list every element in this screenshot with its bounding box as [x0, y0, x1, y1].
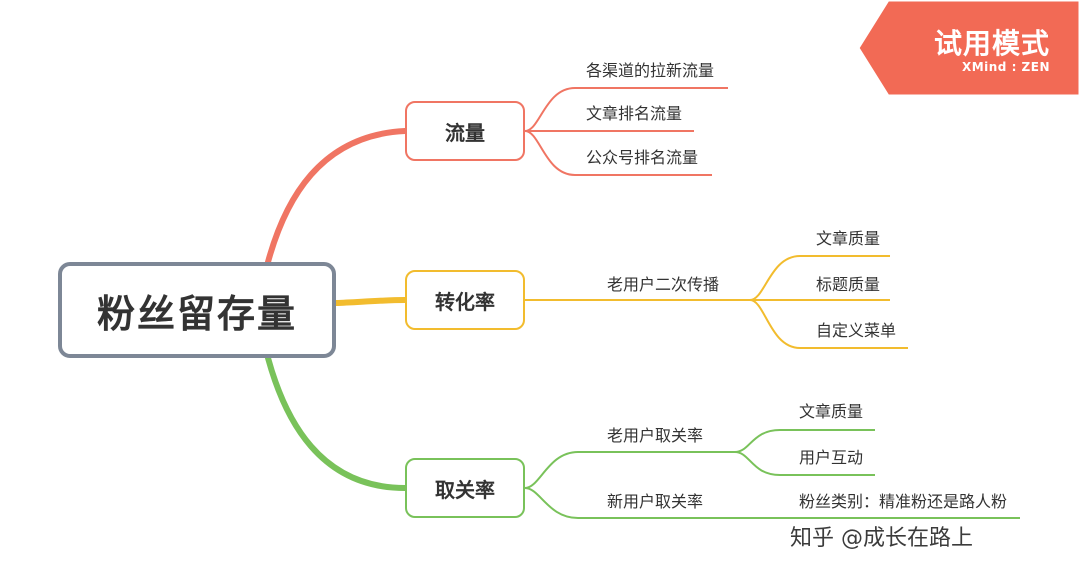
subtopic-article-rank-traffic[interactable]: 文章排名流量 — [586, 104, 683, 123]
subtopic-user-interaction[interactable]: 用户互动 — [799, 448, 864, 467]
subtopic-old-user-unfollow[interactable]: 老用户取关率 — [607, 426, 704, 445]
subtopic-unfollow-article-quality[interactable]: 文章质量 — [799, 402, 864, 421]
root-topic[interactable]: 粉丝留存量 — [58, 262, 336, 358]
trial-mode-badge: 试用模式 XMind : ZEN — [858, 0, 1080, 96]
unfollow-lines — [524, 429, 1020, 519]
topic-traffic[interactable]: 流量 — [405, 101, 525, 161]
subtopic-article-quality[interactable]: 文章质量 — [816, 229, 881, 248]
topic-conversion-rate[interactable]: 转化率 — [405, 270, 525, 330]
connector-root-conversion — [333, 297, 408, 306]
subtopic-new-user-unfollow[interactable]: 新用户取关率 — [607, 492, 704, 511]
subtopic-old-user-sharing[interactable]: 老用户二次传播 — [607, 275, 720, 294]
subtopic-title-quality[interactable]: 标题质量 — [816, 275, 881, 294]
badge-brand: XMind : ZEN — [961, 60, 1050, 74]
topic-traffic-label: 流量 — [445, 120, 485, 145]
subtopic-account-rank-traffic[interactable]: 公众号排名流量 — [586, 148, 699, 167]
watermark: 知乎 @成长在路上 — [790, 526, 973, 551]
root-topic-label: 粉丝留存量 — [96, 291, 297, 336]
badge-title: 试用模式 — [933, 27, 1050, 60]
conversion-lines — [525, 255, 908, 349]
connector-root-unfollow — [265, 355, 408, 491]
traffic-child-lines — [524, 87, 728, 176]
connector-root-traffic — [265, 128, 408, 265]
topic-unfollow-rate[interactable]: 取关率 — [405, 458, 525, 518]
subtopic-custom-menu[interactable]: 自定义菜单 — [816, 321, 897, 340]
subtopic-channel-traffic[interactable]: 各渠道的拉新流量 — [586, 61, 715, 80]
topic-conversion-rate-label: 转化率 — [435, 289, 495, 314]
badge-shape — [858, 0, 1080, 96]
subtopic-fan-category[interactable]: 粉丝类别：精准粉还是路人粉 — [799, 492, 1008, 511]
topic-unfollow-rate-label: 取关率 — [435, 477, 495, 502]
